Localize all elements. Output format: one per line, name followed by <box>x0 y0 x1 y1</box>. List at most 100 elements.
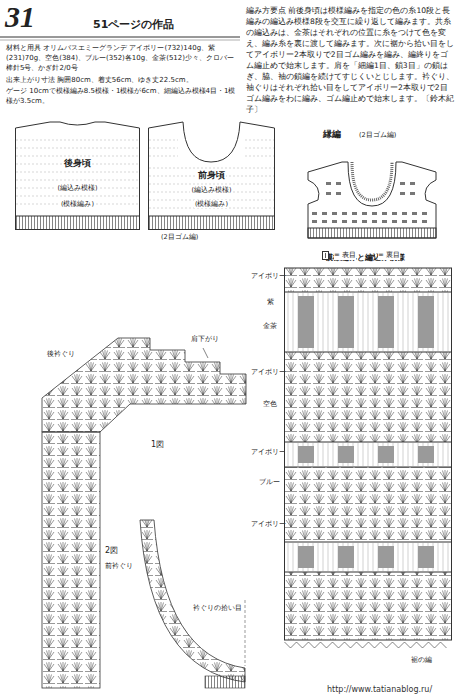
colorwork-block <box>412 212 417 215</box>
colorwork-band <box>285 292 452 352</box>
colorwork-block <box>362 212 367 215</box>
colorwork-block <box>402 220 407 223</box>
stitch-chart: 模様編みと編込み模様 <box>284 252 452 652</box>
stitch-grid <box>285 268 452 640</box>
color-name: 金茶 <box>262 322 278 330</box>
colorwork-block <box>362 220 367 223</box>
stitch-stroke <box>398 443 399 466</box>
colorwork-block <box>338 446 354 463</box>
color-name: アイボリー <box>250 272 287 280</box>
colorwork-block <box>400 192 405 195</box>
front-edge-chart <box>42 432 100 688</box>
color-name: アイボリー <box>250 448 287 456</box>
header-rule <box>0 37 240 38</box>
color-name: 空色 <box>262 400 278 408</box>
size-note: 出来上がり寸法 胸囲80cm、着丈56cm、ゆき丈22.5cm。 <box>5 76 239 86</box>
colorwork-block <box>322 212 327 215</box>
page-title: 51ページの作品 <box>92 18 175 32</box>
row-line <box>16 172 139 173</box>
colorwork-block <box>336 182 341 185</box>
part-name: 肩下がり <box>190 335 220 344</box>
colorwork-block <box>298 296 314 348</box>
part-name: 衿ぐりの拾い目 <box>192 604 243 612</box>
stitch-stroke <box>328 443 329 466</box>
legend-text: = 裏目 <box>378 250 400 260</box>
node-outline <box>300 128 445 246</box>
stitch-stroke <box>323 443 324 466</box>
row-line <box>149 184 274 185</box>
stitch-stroke <box>288 443 289 466</box>
stitch-stroke <box>448 293 449 351</box>
stitch-stroke <box>408 443 409 466</box>
row-line <box>149 148 178 149</box>
color-name: ブルー <box>258 478 281 486</box>
colorwork-block <box>410 192 415 195</box>
colorwork-block <box>298 446 314 463</box>
stitch-stroke <box>448 443 449 466</box>
legend-text: = 表目 <box>334 250 356 260</box>
stitch-stroke <box>408 293 409 351</box>
rib-band <box>308 228 436 238</box>
stitch-stroke <box>363 293 364 351</box>
colorwork-block <box>342 212 347 215</box>
stitch-stroke <box>438 293 439 351</box>
stitch-stroke <box>288 543 289 571</box>
stitch-stroke <box>368 543 369 571</box>
stitch-stroke <box>403 293 404 351</box>
stitch-stroke <box>443 293 444 351</box>
stitch-stroke <box>328 543 329 571</box>
stitch-stroke <box>358 293 359 351</box>
color-name: アイボリー <box>250 520 287 528</box>
panel-note: (編込み模様) <box>56 184 98 192</box>
stitch-stroke <box>293 443 294 466</box>
row-line <box>149 140 178 141</box>
materials-note: 材料と用具 オリムパスエミーグランデ アイボリー(732)140g、紫(231)… <box>5 44 239 73</box>
stitch-stroke <box>333 443 334 466</box>
colorwork-block <box>352 220 357 223</box>
colorwork-block <box>312 220 317 223</box>
stitch-stroke <box>448 543 449 571</box>
stitch-stroke <box>398 543 399 571</box>
colorwork-block <box>422 220 427 223</box>
colorwork-block <box>392 212 397 215</box>
stitch-stroke <box>363 443 364 466</box>
edging-figure: 縁編(2目ゴム編) <box>300 128 445 246</box>
instructions-note: 編み方要点 前後身頃は模様編みを指定の色の糸10段と長編みの編込み模様8段を交互… <box>245 5 455 115</box>
row-line <box>16 196 139 197</box>
colorwork-block <box>378 296 394 348</box>
part-name: 裾の編 <box>410 656 433 665</box>
row-line <box>245 148 274 149</box>
colorwork-block <box>312 212 317 215</box>
stitch-stroke <box>373 443 374 466</box>
figure-title: 1図 <box>150 440 165 450</box>
row-line <box>245 156 274 157</box>
part-name: 前衿ぐり <box>104 562 134 571</box>
figure-title: 縁編 <box>322 129 342 140</box>
part-name: 後衿ぐり <box>46 350 76 359</box>
colorwork-block <box>402 212 407 215</box>
colorwork-block <box>322 220 327 223</box>
panel-note: (模様編み) <box>194 200 229 208</box>
colorwork-block <box>378 546 394 568</box>
colorwork-block <box>418 446 434 463</box>
row-line <box>245 140 274 141</box>
stitch-stroke <box>288 293 289 351</box>
legend-item: = 裏目 <box>366 250 400 260</box>
stitch-stroke <box>333 293 334 351</box>
stitch-stroke <box>318 293 319 351</box>
node-outline <box>15 120 140 230</box>
figure-title: 2図 <box>104 546 119 556</box>
rib-chart <box>205 676 245 688</box>
leader-line <box>203 348 208 358</box>
center-line <box>245 600 246 666</box>
vest-outline <box>308 162 436 238</box>
stitch-stroke <box>323 293 324 351</box>
stitch-stroke <box>413 293 414 351</box>
stitch-stroke <box>323 543 324 571</box>
page-number: 31 <box>4 0 36 33</box>
stitch-stroke <box>328 293 329 351</box>
rib-band <box>149 216 275 230</box>
purl-symbol <box>367 254 375 255</box>
rib-band <box>16 216 140 230</box>
watermark: http://www.tatianablog.ru/ <box>326 685 433 695</box>
